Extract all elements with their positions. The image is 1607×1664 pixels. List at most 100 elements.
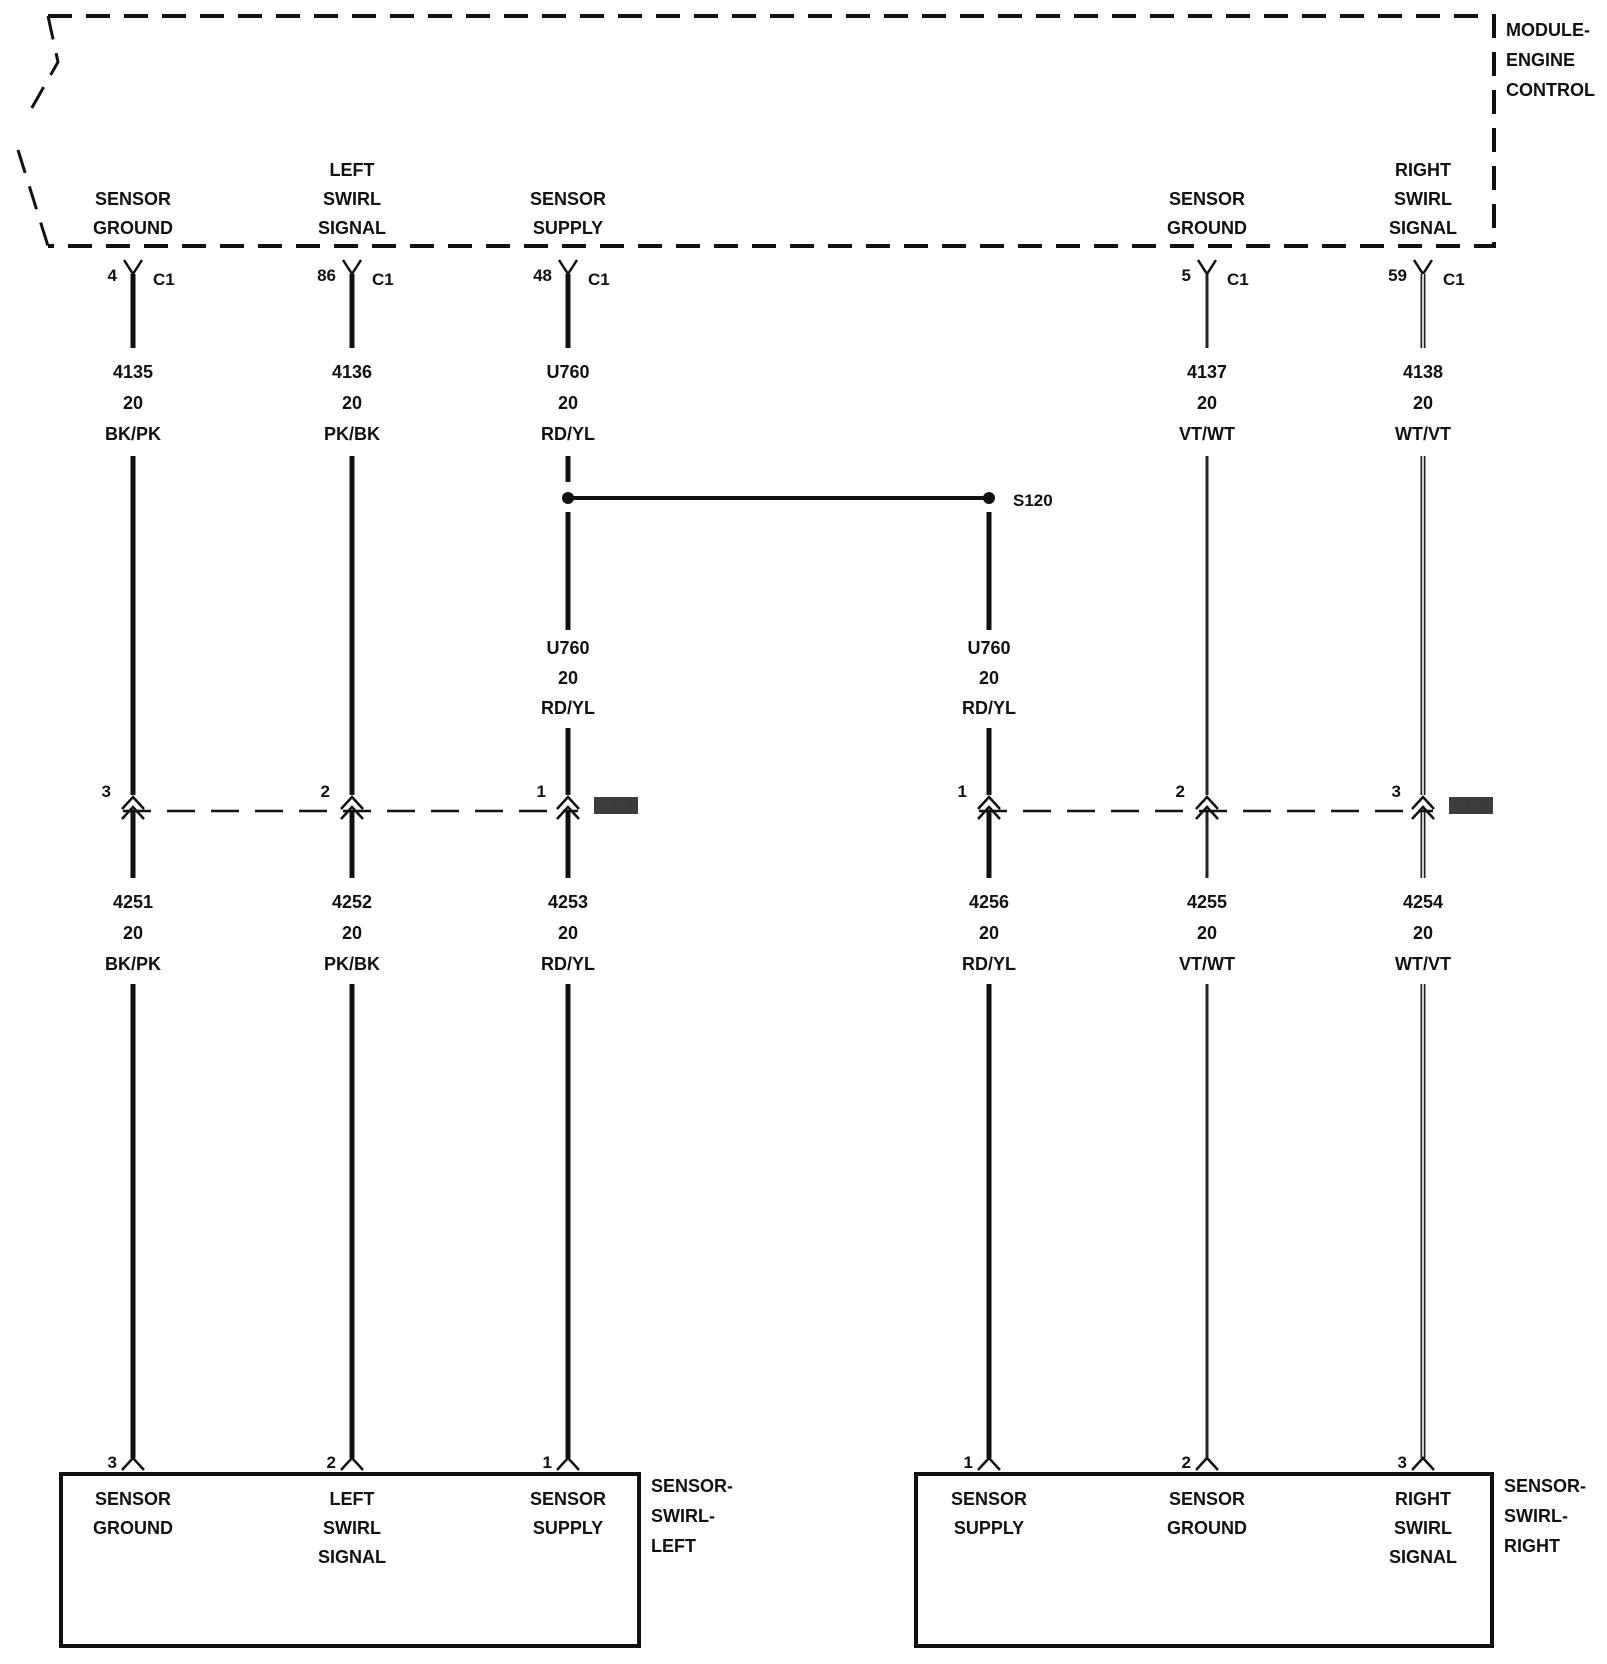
sensor-pin-terminal bbox=[340, 1456, 364, 1471]
sensor-pin-label: SENSOR bbox=[951, 1489, 1027, 1509]
upper-wire-color: BK/PK bbox=[105, 424, 161, 444]
splice-branch-color: RD/YL bbox=[541, 698, 595, 718]
module-connector-label: C1 bbox=[1443, 270, 1465, 289]
module-pin-label: LEFT bbox=[330, 160, 375, 180]
sensor-pin-terminal bbox=[121, 1456, 145, 1471]
sensor-pin-label: LEFT bbox=[330, 1489, 375, 1509]
sensor-name-line: SENSOR- bbox=[651, 1476, 733, 1496]
inline-connector-pin-arrow bbox=[340, 805, 364, 820]
upper-wire-gauge: 20 bbox=[558, 393, 578, 413]
inline-connector-name: C109 bbox=[599, 797, 633, 813]
lower-wire-circuit: 4256 bbox=[969, 892, 1009, 912]
sensor-box bbox=[914, 1472, 1494, 1648]
sensor-name-line: LEFT bbox=[651, 1536, 696, 1556]
sensor-pin-terminal bbox=[1411, 1456, 1435, 1471]
lower-wire-gauge: 20 bbox=[1197, 923, 1217, 943]
module-connector-label: C1 bbox=[588, 270, 610, 289]
module-pin-number: 4 bbox=[108, 266, 118, 285]
splice-branch-circuit: U760 bbox=[967, 638, 1010, 658]
splice-node-right bbox=[983, 492, 995, 504]
inline-connector-pin-arrow bbox=[121, 795, 145, 810]
sensor-box bbox=[59, 1472, 641, 1648]
lower-wire-color: WT/VT bbox=[1395, 954, 1451, 974]
upper-wire-circuit: 4136 bbox=[332, 362, 372, 382]
module-pin-label: SWIRL bbox=[323, 189, 381, 209]
sensor-name-line: SENSOR- bbox=[1504, 1476, 1586, 1496]
upper-wire-color: RD/YL bbox=[541, 424, 595, 444]
module-pin-number: 48 bbox=[533, 266, 552, 285]
sensor-name-line: RIGHT bbox=[1504, 1536, 1560, 1556]
sensor-pin-terminal bbox=[1195, 1456, 1219, 1471]
wires: 413520BK/PK413620PK/BKU76020RD/YL413720V… bbox=[105, 274, 1451, 1458]
lower-wire-circuit: 4251 bbox=[113, 892, 153, 912]
inline-connector-pin-arrow bbox=[1195, 795, 1219, 810]
splice-node-left bbox=[562, 492, 574, 504]
sensor-pin-number: 2 bbox=[1182, 1453, 1191, 1472]
inline-connector-pin-arrow bbox=[121, 805, 145, 820]
lower-wire-gauge: 20 bbox=[1413, 923, 1433, 943]
upper-wire-circuit: 4137 bbox=[1187, 362, 1227, 382]
sensor-pin-label: RIGHT bbox=[1395, 1489, 1451, 1509]
module-pin-label: SWIRL bbox=[1394, 189, 1452, 209]
sensor-pin-number: 1 bbox=[543, 1453, 552, 1472]
sensor-pin-terminal bbox=[977, 1456, 1001, 1471]
lower-wire-circuit: 4255 bbox=[1187, 892, 1227, 912]
module-name-line: CONTROL bbox=[1506, 80, 1595, 100]
inline-connector-pin-number: 3 bbox=[102, 782, 111, 801]
lower-wire-circuit: 4252 bbox=[332, 892, 372, 912]
inline-connector-pin-number: 1 bbox=[537, 782, 546, 801]
splice-branch-gauge: 20 bbox=[558, 668, 578, 688]
upper-wire-color: PK/BK bbox=[324, 424, 380, 444]
sensor-pin-label: SIGNAL bbox=[318, 1547, 386, 1567]
module-pin-label: SENSOR bbox=[530, 189, 606, 209]
module-connector-label: C1 bbox=[1227, 270, 1249, 289]
sensor-pin-label: SUPPLY bbox=[954, 1518, 1024, 1538]
inline-connector-pin-arrow bbox=[1195, 805, 1219, 820]
engine-control-module: MODULE- ENGINE CONTROL SENSOR GROUND 4 C1 LEFT S… bbox=[16, 14, 1595, 289]
sensor-pin-number: 1 bbox=[964, 1453, 973, 1472]
inline-connector-pin-number: 2 bbox=[321, 782, 330, 801]
inline-connector-pin-arrow bbox=[1411, 805, 1435, 820]
upper-wire-gauge: 20 bbox=[1197, 393, 1217, 413]
lower-wire-gauge: 20 bbox=[342, 923, 362, 943]
module-name-line: ENGINE bbox=[1506, 50, 1575, 70]
sensor-pin-terminal bbox=[556, 1456, 580, 1471]
module-connector-label: C1 bbox=[372, 270, 394, 289]
lower-wire-circuit: 4253 bbox=[548, 892, 588, 912]
module-pin-label: SENSOR bbox=[95, 189, 171, 209]
sensor-pin-label: SIGNAL bbox=[1389, 1547, 1457, 1567]
sensor-pin-label: SENSOR bbox=[95, 1489, 171, 1509]
upper-wire-color: VT/WT bbox=[1179, 424, 1235, 444]
inline-connector-pin-number: 1 bbox=[958, 782, 967, 801]
upper-wire-circuit: 4135 bbox=[113, 362, 153, 382]
inline-connector-pin-arrow bbox=[977, 805, 1001, 820]
lower-wire-color: RD/YL bbox=[541, 954, 595, 974]
module-pin-label: SENSOR bbox=[1169, 189, 1245, 209]
sensor-name-line: SWIRL- bbox=[1504, 1506, 1568, 1526]
lower-wire-gauge: 20 bbox=[123, 923, 143, 943]
lower-wire-color: RD/YL bbox=[962, 954, 1016, 974]
module-break-line-upper bbox=[24, 15, 60, 119]
sensor-pin-label: SUPPLY bbox=[533, 1518, 603, 1538]
module-pin-label: SIGNAL bbox=[318, 218, 386, 238]
sensor-pin-number: 2 bbox=[327, 1453, 336, 1472]
module-name-line: MODULE- bbox=[1506, 20, 1590, 40]
sensor-pin-label: SENSOR bbox=[530, 1489, 606, 1509]
module-pin-label: GROUND bbox=[1167, 218, 1247, 238]
module-pin-label: SIGNAL bbox=[1389, 218, 1457, 238]
upper-wire-gauge: 20 bbox=[123, 393, 143, 413]
splice-branch-color: RD/YL bbox=[962, 698, 1016, 718]
sensor-pin-label: SWIRL bbox=[1394, 1518, 1452, 1538]
swirl-sensors: SENSOR-SWIRL-LEFT3SENSORGROUND2LEFTSWIRL… bbox=[59, 1453, 1586, 1648]
sensor-pin-label: SWIRL bbox=[323, 1518, 381, 1538]
upper-wire-gauge: 20 bbox=[342, 393, 362, 413]
upper-wire-gauge: 20 bbox=[1413, 393, 1433, 413]
lower-wire-circuit: 4254 bbox=[1403, 892, 1443, 912]
module-connector-label: C1 bbox=[153, 270, 175, 289]
inline-connector-pin-number: 2 bbox=[1176, 782, 1185, 801]
lower-wire-color: PK/BK bbox=[324, 954, 380, 974]
inline-connector-pin-arrow bbox=[340, 795, 364, 810]
